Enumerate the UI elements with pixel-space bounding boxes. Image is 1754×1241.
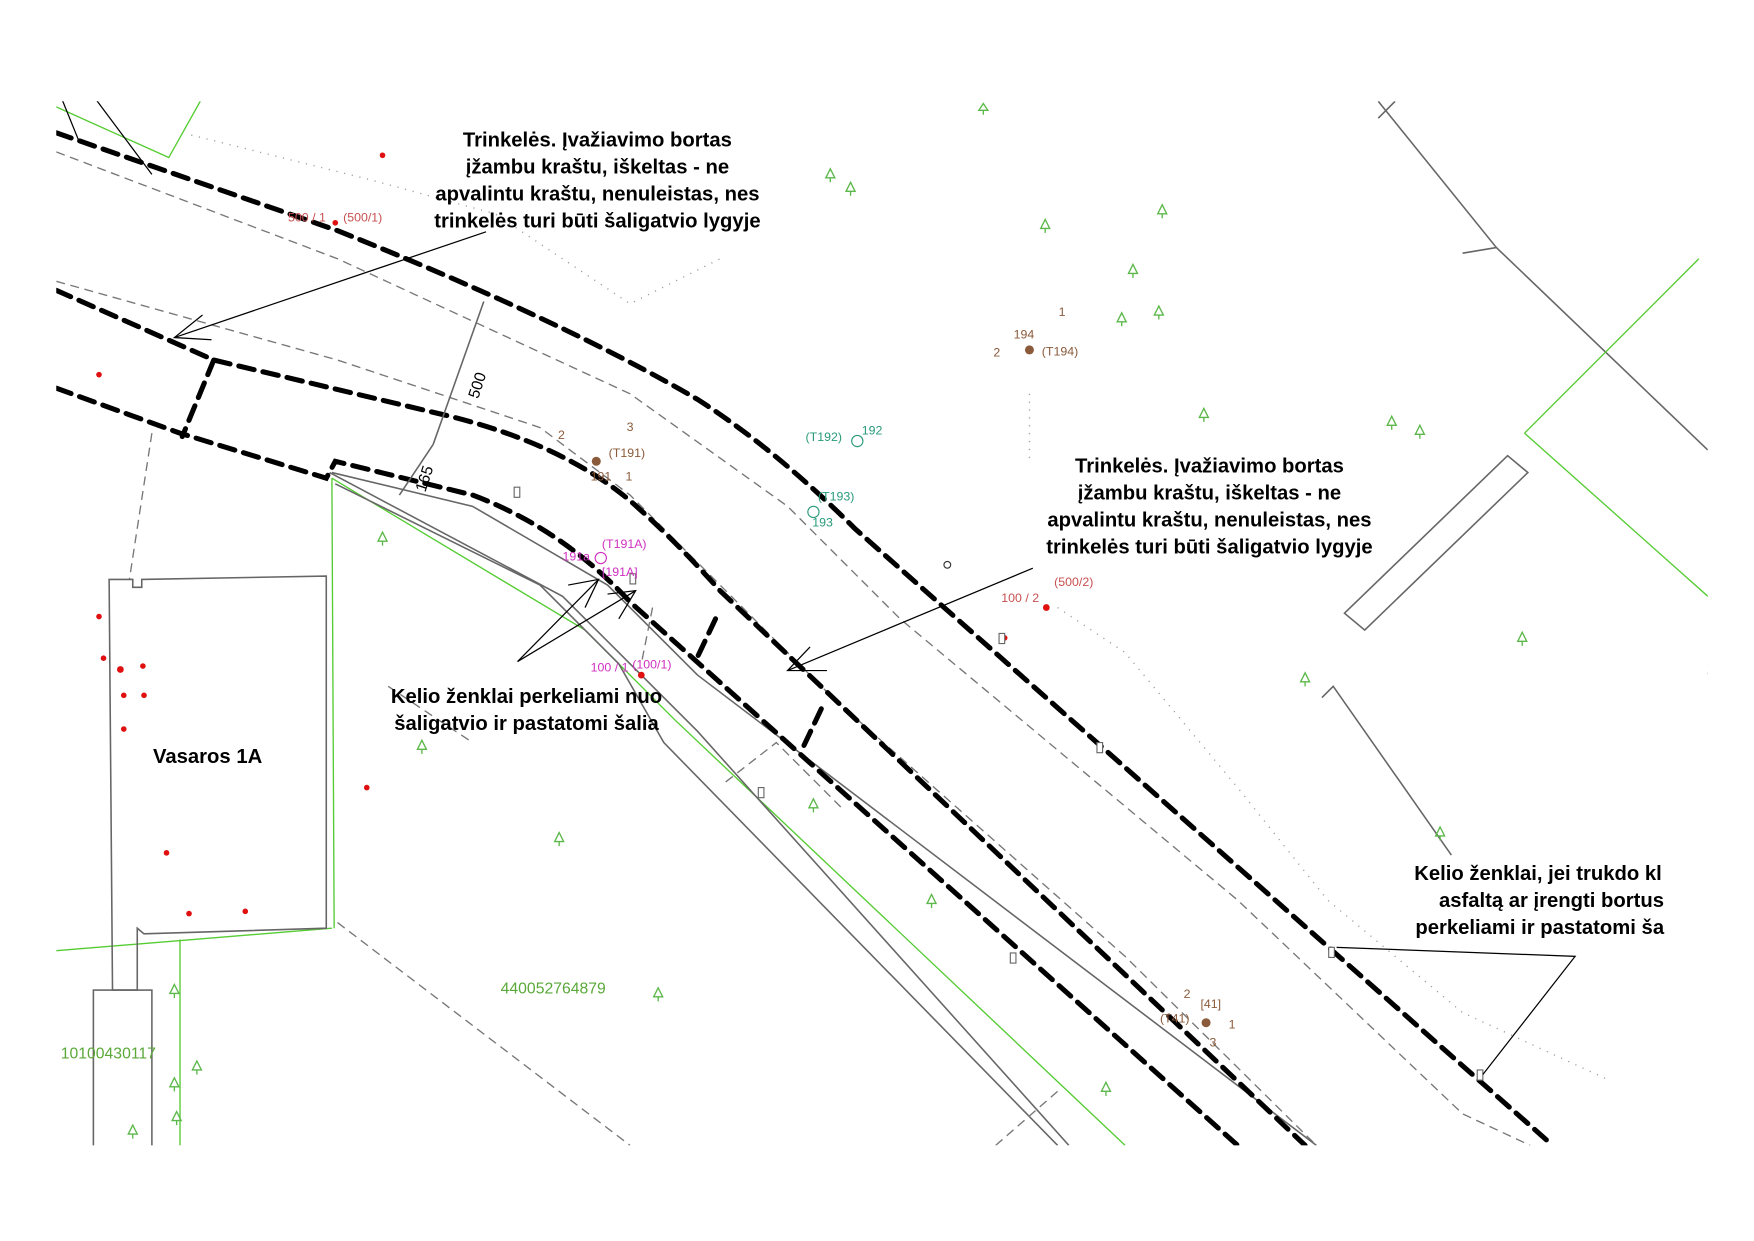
tree-icon: [1100, 1080, 1112, 1096]
dimension-lines: 500 165: [398, 301, 490, 496]
map-label: (T41): [1160, 1012, 1190, 1026]
map-label: 192: [862, 423, 883, 437]
tree-icon: [168, 982, 180, 998]
map-label: 100 / 2: [1001, 591, 1039, 605]
tree-icon: [1434, 825, 1446, 841]
callout-note-signs-center: Kelio ženklai perkeliami nuo šaligatvio …: [391, 686, 662, 735]
tree-icon: [168, 1076, 180, 1092]
road-sign-posts: [513, 486, 1484, 1081]
parcel-number: 440052764879: [501, 980, 606, 997]
map-label: 1: [1059, 305, 1066, 319]
dimension-500: 500: [466, 370, 490, 400]
tree-icon: [127, 1123, 139, 1139]
red-survey-points: [96, 152, 1050, 917]
building-vasaros-1a: Vasaros 1A: [92, 575, 328, 1146]
map-label: (T191): [609, 446, 645, 460]
map-label: 100 / 1: [591, 661, 629, 675]
map-label: (T193): [818, 490, 854, 504]
parcel-boundaries: [56, 101, 1126, 1146]
parcel-number: 10100430117: [61, 1046, 156, 1063]
map-label: (T191A): [602, 537, 647, 551]
map-label: 194: [1014, 328, 1035, 342]
tree-icon: [1516, 630, 1528, 646]
tree-icon: [1156, 203, 1168, 219]
tree-icon: [191, 1059, 203, 1075]
map-label: Kelio ženklai perkeliami nuo: [391, 686, 662, 708]
survey-point-icon: [1201, 1018, 1211, 1028]
callout-leaders: [62, 101, 1577, 1075]
map-label: 2: [558, 428, 565, 442]
tree-icon: [844, 180, 857, 196]
survey-point-icon: [594, 551, 607, 565]
map-label: įžambu kraštu, iškeltas - ne: [1078, 483, 1341, 505]
tree-icon: [807, 797, 820, 813]
tree-icon: [1153, 304, 1165, 320]
map-label: apvalintu kraštu, nenuleistas, nes: [1047, 510, 1371, 532]
map-label: apvalintu kraštu, nenuleistas, nes: [435, 183, 759, 205]
map-label: (500/2): [1054, 575, 1093, 589]
map-label: 191a: [563, 549, 591, 563]
tree-icon: [925, 892, 938, 908]
map-label: 3: [627, 420, 634, 434]
survey-point-icon: [591, 456, 601, 466]
map-label: 2: [993, 346, 1000, 360]
tree-icon: [1127, 262, 1139, 278]
map-label: trinkelės turi būti šaligatvio lygyje: [434, 210, 760, 232]
tree-icon: [553, 831, 565, 847]
map-label: 2: [1184, 987, 1191, 1001]
map-label: trinkelės turi būti šaligatvio lygyje: [1046, 537, 1372, 559]
tree-icon: [652, 986, 664, 1002]
map-label: [191A]: [602, 565, 638, 579]
callout-note-right: Trinkelės. Įvažiavimo bortas įžambu kraš…: [1046, 456, 1372, 559]
callout-note-signs-right: Kelio ženklai, jei trukdo kl asfaltą ar …: [1414, 863, 1665, 939]
survey-point-icon: [851, 434, 864, 448]
tree-icon: [1299, 671, 1311, 687]
tree-icon: [416, 738, 428, 754]
map-label: (500/1): [343, 211, 382, 225]
tree-icon: [1039, 217, 1051, 233]
tree-icon: [171, 1110, 183, 1126]
map-label: Kelio ženklai, jei trukdo kl: [1414, 863, 1662, 885]
tree-icon: [1414, 423, 1426, 439]
building-label: Vasaros 1A: [153, 746, 263, 768]
map-label: asfaltą ar įrengti bortus: [1439, 890, 1664, 912]
callout-note-top: Trinkelės. Įvažiavimo bortas įžambu kraš…: [434, 129, 760, 232]
map-label: perkeliami ir pastatomi ša: [1415, 917, 1664, 939]
map-label: 193: [812, 516, 833, 530]
map-label: įžambu kraštu, iškeltas - ne: [466, 156, 729, 178]
road-edges: [56, 134, 1708, 1146]
existing-structures: [1321, 101, 1708, 856]
survey-labels: 500 / 1 (500/1) 2 3 (T191) 191 1 1 194 2…: [61, 211, 1236, 1063]
map-label: (T192): [806, 430, 842, 444]
proposed-road-outline: [56, 130, 1556, 1146]
tree-icon: [977, 102, 990, 115]
survey-point-icon: [807, 505, 820, 519]
map-label: (T194): [1042, 345, 1078, 359]
tree-icon: [824, 167, 836, 183]
tree-icon: [1116, 311, 1128, 327]
map-label: 191: [591, 469, 612, 483]
map-label: 500 / 1: [288, 211, 326, 225]
map-label: (100/1): [632, 657, 671, 671]
tree-icons: [127, 102, 1528, 1139]
map-label: 1: [626, 469, 633, 483]
map-label: [41]: [1200, 997, 1221, 1011]
tree-icon: [376, 530, 389, 546]
tree-icon: [1386, 414, 1398, 430]
survey-point-icon: [1024, 345, 1034, 355]
map-label: Trinkelės. Įvažiavimo bortas: [1075, 456, 1344, 478]
map-label: Trinkelės. Įvažiavimo bortas: [463, 129, 732, 151]
map-label: 1: [1229, 1017, 1236, 1031]
map-label: šaligatvio ir pastatomi šalia: [394, 713, 659, 735]
tree-icon: [1198, 406, 1210, 422]
map-label: 3: [1209, 1035, 1216, 1049]
